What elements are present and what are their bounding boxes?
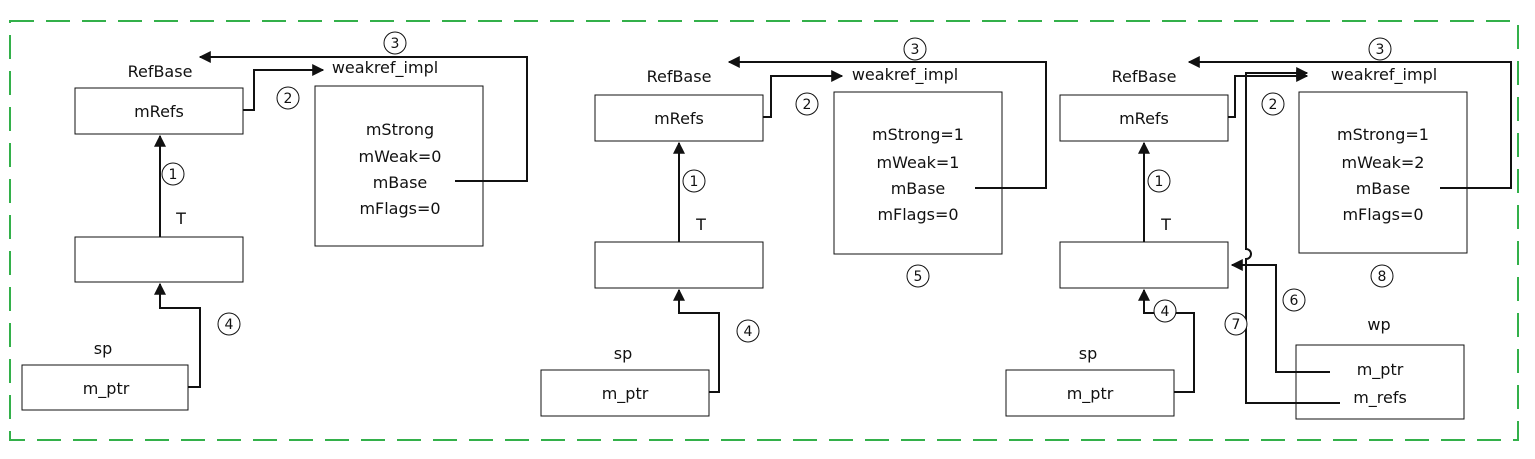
t-label: T	[695, 215, 706, 234]
step-number-3: 3	[911, 42, 920, 58]
field-mbase: mBase	[1356, 179, 1411, 198]
field-mflags: mFlags=0	[877, 205, 958, 224]
wp-box	[1295, 344, 1465, 420]
sp-label: sp	[614, 344, 633, 363]
step-circle-8	[1370, 264, 1394, 288]
arrow-mptr-to-t	[154, 282, 201, 388]
weakref-title: weakref_impl	[852, 65, 958, 85]
step-circle-5	[906, 264, 930, 288]
step-circle-6	[1282, 288, 1306, 312]
step-number-6: 6	[1290, 293, 1299, 309]
step-circle-1	[1147, 169, 1171, 193]
arrow-mrefs-to-weakref	[1228, 70, 1309, 118]
step-circle-1	[682, 169, 706, 193]
mrefs-box	[1059, 94, 1229, 142]
t-label: T	[1160, 215, 1171, 234]
step-number-1: 1	[169, 167, 178, 183]
t-label: T	[175, 209, 186, 228]
weakref-box	[833, 91, 1003, 255]
step-number-4: 4	[1161, 304, 1170, 320]
sp-label: sp	[1079, 344, 1098, 363]
step-circle-2	[1261, 92, 1285, 116]
t-box	[74, 236, 244, 283]
weakref-title: weakref_impl	[332, 58, 438, 78]
step-circle-4	[217, 312, 241, 336]
field-mflags: mFlags=0	[359, 199, 440, 218]
field-mbase: mBase	[373, 173, 428, 192]
step-circle-3	[903, 37, 927, 61]
arrow-mptr-to-t	[673, 288, 720, 393]
step-number-1: 1	[690, 174, 699, 190]
field-mweak: mWeak=2	[1342, 153, 1425, 172]
wp-mptr-label: m_ptr	[1357, 360, 1404, 380]
step-circle-7	[1224, 312, 1248, 336]
arrow-mbase-to-refbase	[1187, 56, 1512, 189]
step-number-5: 5	[914, 269, 923, 285]
wp-mrefs-label: m_refs	[1353, 388, 1407, 408]
step-number-4: 4	[225, 317, 234, 333]
field-mflags: mFlags=0	[1342, 205, 1423, 224]
arrow-mbase-to-refbase	[727, 56, 1047, 189]
step-circle-3	[383, 31, 407, 55]
sp-box	[540, 369, 710, 417]
mrefs-label: mRefs	[134, 102, 184, 121]
refbase-title: RefBase	[1112, 67, 1177, 86]
t-box	[594, 241, 764, 289]
mptr-label: m_ptr	[602, 384, 649, 404]
step-circle-4	[736, 319, 760, 343]
weakref-title: weakref_impl	[1331, 65, 1437, 85]
mrefs-label: mRefs	[1119, 109, 1169, 128]
t-box	[1059, 241, 1229, 289]
step-circle-2	[795, 92, 819, 116]
arrow-mrefs-to-weakref	[243, 64, 325, 111]
field-mstrong: mStrong=1	[872, 125, 964, 144]
mrefs-label: mRefs	[654, 109, 704, 128]
field-mweak: mWeak=1	[877, 153, 960, 172]
step-number-2: 2	[1269, 97, 1278, 113]
weakref-box	[314, 85, 484, 247]
panel-2: RefBase mRefs weakref_impl mStrong=1 mWe…	[540, 37, 1047, 417]
arrow-mbase-to-refbase	[198, 51, 528, 182]
panel-1: RefBase mRefs weakref_impl mStrong mWeak…	[21, 31, 528, 411]
step-number-7: 7	[1232, 317, 1241, 333]
step-number-4: 4	[744, 324, 753, 340]
mptr-label: m_ptr	[1067, 384, 1114, 404]
sp-box	[21, 364, 189, 411]
step-number-1: 1	[1155, 174, 1164, 190]
arrow-wp-mrefs-to-weakref	[1245, 67, 1340, 404]
step-number-2: 2	[803, 97, 812, 113]
sp-label: sp	[94, 339, 113, 358]
weakref-box	[1298, 91, 1468, 254]
arrow-wp-mptr-to-t	[1230, 259, 1330, 373]
step-circle-2	[276, 86, 300, 110]
step-number-3: 3	[391, 36, 400, 52]
refbase-title: RefBase	[647, 67, 712, 86]
field-mbase: mBase	[891, 179, 946, 198]
step-circle-1	[161, 162, 185, 186]
arrow-mrefs-to-weakref	[763, 70, 844, 118]
arrow-mptr-to-t	[1138, 288, 1195, 393]
mrefs-box	[594, 94, 764, 142]
outer-dashed-frame	[9, 20, 1519, 441]
step-number-3: 3	[1376, 42, 1385, 58]
refbase-title: RefBase	[128, 62, 193, 81]
step-circle-3	[1368, 37, 1392, 61]
mptr-label: m_ptr	[83, 379, 130, 399]
step-circle-4	[1153, 299, 1177, 323]
mrefs-box	[74, 87, 244, 135]
step-number-2: 2	[284, 91, 293, 107]
field-mstrong: mStrong	[366, 120, 434, 139]
field-mstrong: mStrong=1	[1337, 125, 1429, 144]
field-mweak: mWeak=0	[359, 147, 442, 166]
panel-3: RefBase mRefs weakref_impl mStrong=1 mWe…	[1005, 37, 1512, 420]
step-number-8: 8	[1378, 269, 1387, 285]
wp-label: wp	[1367, 315, 1390, 334]
